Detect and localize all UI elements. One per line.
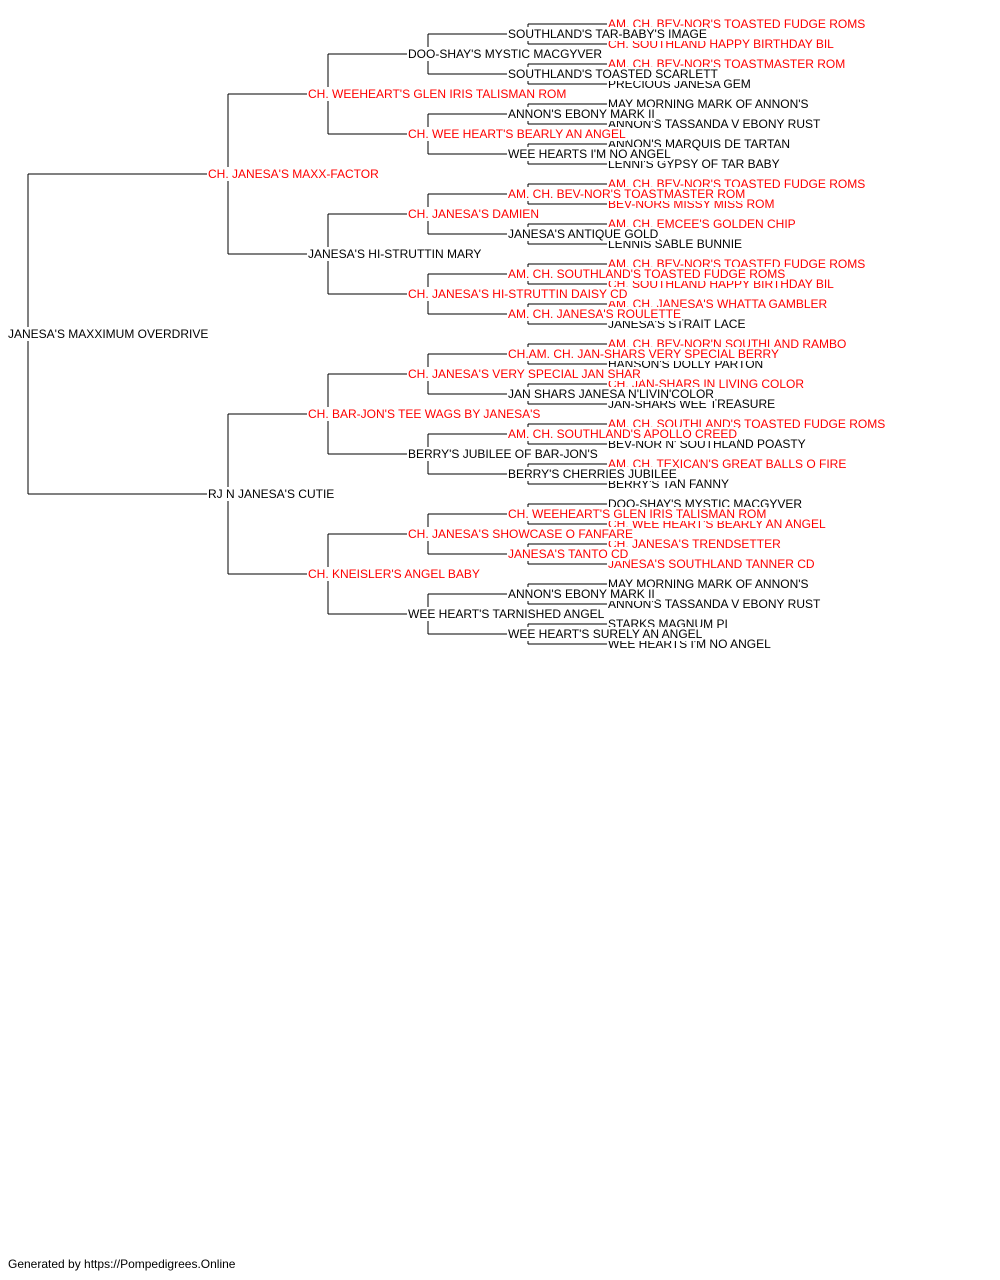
ancestor-name-gen-3[interactable]: CH. JANESA'S VERY SPECIAL JAN SHAR bbox=[407, 367, 642, 381]
ancestor-name-gen-3[interactable]: CH. WEE HEART'S BEARLY AN ANGEL bbox=[407, 127, 627, 141]
ancestor-name-gen-3[interactable]: CH. JANESA'S SHOWCASE O FANFARE bbox=[407, 527, 634, 541]
ancestor-name-gen-2[interactable]: CH. BAR-JON'S TEE WAGS BY JANESA'S bbox=[307, 407, 542, 421]
ancestor-name-gen-5[interactable]: ANNON'S TASSANDA V EBONY RUST bbox=[607, 597, 822, 611]
ancestor-name-gen-3[interactable]: WEE HEART'S TARNISHED ANGEL bbox=[407, 607, 606, 621]
ancestor-name-gen-4[interactable]: AM. CH. JANESA'S ROULETTE bbox=[507, 307, 682, 321]
ancestor-name-gen-1[interactable]: CH. JANESA'S MAXX-FACTOR bbox=[207, 167, 380, 181]
ancestor-name-gen-2[interactable]: JANESA'S HI-STRUTTIN MARY bbox=[307, 247, 483, 261]
ancestor-name-gen-5[interactable]: CH. JANESA'S TRENDSETTER bbox=[607, 537, 782, 551]
ancestor-name-gen-4[interactable]: AM. CH. SOUTHLAND'S TOASTED FUDGE ROMS bbox=[507, 267, 787, 281]
ancestor-name-gen-4[interactable]: AM. CH. SOUTHLAND'S APOLLO CREED bbox=[507, 427, 739, 441]
generated-by-footer: Generated by https://Pompedigrees.Online bbox=[8, 1257, 236, 1271]
ancestor-name-gen-3[interactable]: CH. JANESA'S HI-STRUTTIN DAISY CD bbox=[407, 287, 629, 301]
ancestor-name-gen-4[interactable]: JAN SHARS JANESA N'LIVIN'COLOR bbox=[507, 387, 715, 401]
ancestor-name-gen-4[interactable]: WEE HEART'S SURELY AN ANGEL bbox=[507, 627, 704, 641]
ancestor-name-gen-5[interactable]: JANESA'S SOUTHLAND TANNER CD bbox=[607, 557, 816, 571]
ancestor-name-gen-4[interactable]: WEE HEARTS I'M NO ANGEL bbox=[507, 147, 672, 161]
ancestor-name-gen-4[interactable]: CH. WEEHEART'S GLEN IRIS TALISMAN ROM bbox=[507, 507, 768, 521]
ancestor-name-gen-4[interactable]: SOUTHLAND'S TOASTED SCARLETT bbox=[507, 67, 719, 81]
ancestor-name-gen-4[interactable]: BERRY'S CHERRIES JUBILEE bbox=[507, 467, 678, 481]
ancestor-name-gen-4[interactable]: SOUTHLAND'S TAR-BABY'S IMAGE bbox=[507, 27, 708, 41]
ancestor-name-gen-5[interactable]: ANNON'S TASSANDA V EBONY RUST bbox=[607, 117, 822, 131]
ancestor-name-gen-3[interactable]: DOO-SHAY'S MYSTIC MACGYVER bbox=[407, 47, 604, 61]
ancestor-name-gen-4[interactable]: JANESA'S TANTO CD bbox=[507, 547, 630, 561]
ancestor-name-gen-2[interactable]: CH. WEEHEART'S GLEN IRIS TALISMAN ROM bbox=[307, 87, 568, 101]
ancestor-name-gen-4[interactable]: JANESA'S ANTIQUE GOLD bbox=[507, 227, 660, 241]
ancestor-name-gen-3[interactable]: CH. JANESA'S DAMIEN bbox=[407, 207, 540, 221]
subject-dog-name[interactable]: JANESA'S MAXXIMUM OVERDRIVE bbox=[7, 327, 210, 341]
ancestor-name-gen-5[interactable]: MAY MORNING MARK OF ANNON'S bbox=[607, 577, 810, 591]
ancestor-name-gen-4[interactable]: CH.AM. CH. JAN-SHARS VERY SPECIAL BERRY bbox=[507, 347, 780, 361]
ancestor-name-gen-5[interactable]: MAY MORNING MARK OF ANNON'S bbox=[607, 97, 810, 111]
ancestor-name-gen-4[interactable]: AM. CH. BEV-NOR'S TOASTMASTER ROM bbox=[507, 187, 747, 201]
ancestor-name-gen-4[interactable]: ANNON'S EBONY MARK II bbox=[507, 587, 656, 601]
ancestor-name-gen-1[interactable]: RJ N JANESA'S CUTIE bbox=[207, 487, 336, 501]
ancestor-name-gen-2[interactable]: CH. KNEISLER'S ANGEL BABY bbox=[307, 567, 481, 581]
ancestor-name-gen-3[interactable]: BERRY'S JUBILEE OF BAR-JON'S bbox=[407, 447, 599, 461]
ancestor-name-gen-4[interactable]: ANNON'S EBONY MARK II bbox=[507, 107, 656, 121]
